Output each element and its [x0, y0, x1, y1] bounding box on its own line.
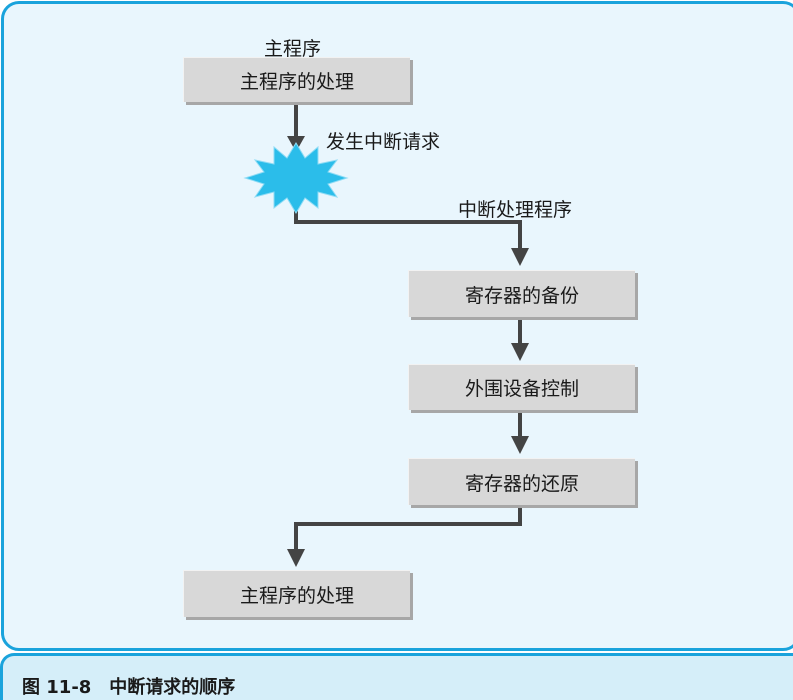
- arrowhead-step2-to-step3: [511, 436, 529, 454]
- main-process-box-bottom: 主程序的处理: [183, 570, 410, 617]
- main-process-box-top: 主程序的处理: [183, 57, 410, 102]
- diagram-panel: [1, 1, 793, 651]
- step-box-register-backup: 寄存器的备份: [408, 270, 635, 317]
- main-process-top-text: 主程序的处理: [239, 70, 354, 93]
- interrupt-burst-icon: [243, 142, 349, 214]
- arrowhead-return-to-main: [287, 549, 305, 567]
- figure-caption: 图 11-8 中断请求的顺序: [22, 677, 236, 698]
- step-register-restore-text: 寄存器的还原: [464, 472, 579, 495]
- main-process-bottom-text: 主程序的处理: [239, 584, 354, 607]
- step-box-peripheral-control: 外围设备控制: [408, 364, 635, 410]
- main-program-label: 主程序: [264, 38, 322, 60]
- arrow-return-to-main: [294, 506, 522, 550]
- arrowhead-interrupt-to-handler: [511, 248, 529, 266]
- arrowhead-step1-to-step2: [511, 343, 529, 361]
- interrupt-request-label: 发生中断请求: [326, 131, 441, 153]
- interrupt-handler-label: 中断处理程序: [458, 199, 573, 221]
- caption-band: [0, 653, 793, 700]
- step-register-backup-text: 寄存器的备份: [464, 284, 579, 307]
- step-peripheral-control-text: 外围设备控制: [464, 378, 579, 400]
- step-box-register-restore: 寄存器的还原: [408, 458, 635, 505]
